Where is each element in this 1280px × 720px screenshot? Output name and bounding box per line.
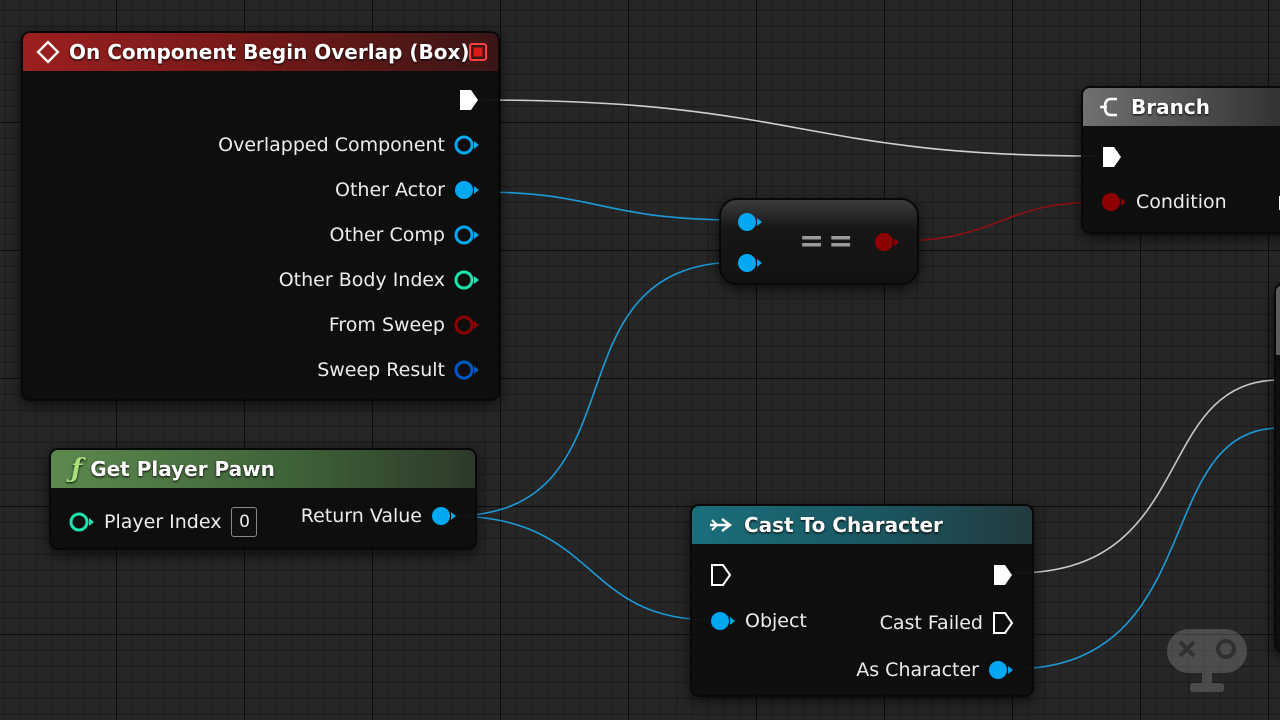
function-icon: ƒ bbox=[71, 454, 83, 484]
player-index-label: Player Index bbox=[104, 511, 222, 533]
as-character-pin-icon[interactable] bbox=[988, 659, 1014, 681]
sweep-result-row[interactable]: Sweep Result bbox=[317, 359, 480, 381]
other-body-index-label: Other Body Index bbox=[278, 269, 445, 291]
event-diamond-icon bbox=[35, 39, 61, 65]
get-player-pawn-node[interactable]: ƒ Get Player Pawn Player Index 0 Return … bbox=[49, 448, 477, 550]
overlap-event-title: On Component Begin Overlap (Box) bbox=[69, 40, 470, 64]
wire-as-character-to-next bbox=[1011, 427, 1280, 670]
other-body-index-row[interactable]: Other Body Index bbox=[279, 269, 480, 291]
overlap-event-node[interactable]: On Component Begin Overlap (Box) Overlap… bbox=[21, 31, 500, 401]
cast-exec-out-pin[interactable] bbox=[992, 563, 1014, 591]
return-value-pin-icon[interactable] bbox=[431, 505, 457, 527]
wire-other-actor-to-equal bbox=[479, 191, 741, 221]
object-row[interactable]: Object bbox=[710, 610, 807, 632]
sweep-result-label: Sweep Result bbox=[317, 359, 445, 381]
cast-failed-exec-pin-icon[interactable] bbox=[992, 611, 1014, 635]
other-actor-pin-icon[interactable] bbox=[454, 179, 480, 201]
object-pin-icon[interactable] bbox=[710, 610, 736, 632]
cast-to-character-header[interactable]: Cast To Character bbox=[692, 506, 1032, 544]
exec-wire-overlap-to-branch bbox=[481, 99, 1097, 157]
as-character-row[interactable]: As Character bbox=[856, 659, 1014, 681]
overlap-exec-out-pin[interactable] bbox=[458, 88, 480, 116]
overlapped-component-row[interactable]: Overlapped Component bbox=[218, 134, 480, 156]
cast-failed-label: Cast Failed bbox=[879, 612, 983, 634]
equal-output-pin-icon[interactable] bbox=[874, 231, 900, 253]
equal-symbol: == bbox=[799, 224, 858, 259]
player-index-input[interactable]: 0 bbox=[231, 507, 258, 537]
object-label: Object bbox=[745, 610, 807, 632]
equal-input-a-pin-icon[interactable] bbox=[737, 211, 763, 233]
condition-row[interactable]: Condition bbox=[1101, 191, 1227, 213]
other-comp-pin-icon[interactable] bbox=[454, 224, 480, 246]
condition-label: Condition bbox=[1136, 191, 1227, 213]
branch-icon bbox=[1097, 94, 1123, 120]
cast-arrow-icon bbox=[708, 515, 736, 535]
return-value-row[interactable]: Return Value bbox=[301, 505, 457, 527]
overlap-event-header[interactable]: On Component Begin Overlap (Box) bbox=[23, 33, 498, 71]
offscreen-node-header-edge bbox=[1276, 285, 1280, 355]
return-value-label: Return Value bbox=[300, 505, 422, 527]
branch-exec-in-pin[interactable] bbox=[1101, 145, 1123, 173]
overlapped-component-label: Overlapped Component bbox=[218, 134, 445, 156]
other-comp-row[interactable]: Other Comp bbox=[330, 224, 480, 246]
cast-to-character-title: Cast To Character bbox=[744, 513, 943, 537]
wire-return-value-to-equal bbox=[451, 261, 741, 517]
wire-return-value-to-cast-object bbox=[451, 515, 713, 621]
other-actor-label: Other Actor bbox=[335, 179, 445, 201]
from-sweep-pin-icon[interactable] bbox=[454, 314, 480, 336]
equal-input-b-pin-icon[interactable] bbox=[737, 252, 763, 274]
player-index-row[interactable]: Player Index 0 bbox=[69, 507, 258, 537]
condition-pin-icon[interactable] bbox=[1101, 191, 1127, 213]
from-sweep-label: From Sweep bbox=[328, 314, 445, 336]
cast-to-character-node[interactable]: Cast To Character Object Cast Failed As … bbox=[690, 504, 1034, 697]
overlapped-component-pin-icon[interactable] bbox=[454, 134, 480, 156]
gamepad-logo-icon bbox=[1166, 628, 1248, 700]
delegate-pin-icon[interactable] bbox=[468, 42, 488, 67]
other-comp-label: Other Comp bbox=[329, 224, 445, 246]
exec-wire-cast-to-next bbox=[1015, 379, 1280, 574]
wire-equal-to-condition bbox=[895, 201, 1101, 242]
other-body-index-pin-icon[interactable] bbox=[454, 269, 480, 291]
as-character-label: As Character bbox=[856, 659, 979, 681]
branch-title: Branch bbox=[1131, 95, 1210, 119]
cast-exec-in-pin[interactable] bbox=[710, 563, 732, 591]
get-player-pawn-header[interactable]: ƒ Get Player Pawn bbox=[51, 450, 475, 488]
sweep-result-pin-icon[interactable] bbox=[454, 359, 480, 381]
from-sweep-row[interactable]: From Sweep bbox=[329, 314, 480, 336]
offscreen-node-edge[interactable] bbox=[1274, 283, 1280, 653]
branch-header[interactable]: Branch bbox=[1083, 88, 1280, 126]
branch-node[interactable]: Branch Condition bbox=[1081, 86, 1280, 234]
get-player-pawn-title: Get Player Pawn bbox=[90, 457, 275, 481]
equal-node[interactable]: == bbox=[719, 198, 919, 285]
cast-failed-row[interactable]: Cast Failed bbox=[880, 611, 1014, 635]
player-index-pin-icon[interactable] bbox=[69, 511, 95, 533]
other-actor-row[interactable]: Other Actor bbox=[335, 179, 480, 201]
